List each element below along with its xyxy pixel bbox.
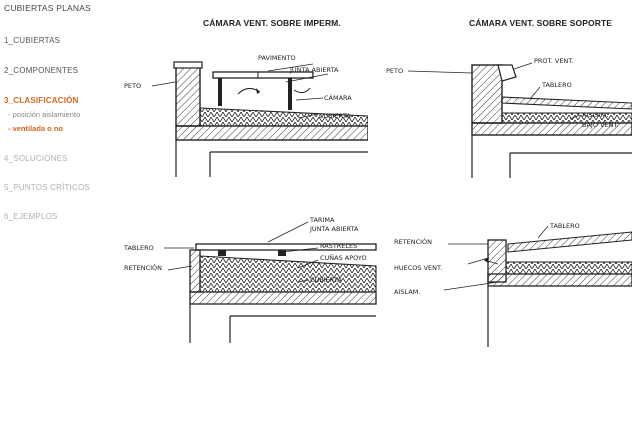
sketch-1-label-cubierta: CUBIERTA <box>319 112 351 120</box>
sketch-1-label-pavimento: PAVIMENTO <box>258 54 296 62</box>
sketch-2-label-prot-vent: PROT. VENT. <box>534 57 574 65</box>
sketch-1-label-junta: JUNTA ABIERTA <box>289 66 339 74</box>
sidebar-item-componentes[interactable]: 2_COMPONENTES <box>4 66 79 75</box>
sketch-3-drawing: TARIMA JUNTA ABIERTA TABLERO RASTRELES R… <box>123 216 377 343</box>
sidebar-item-clasificacion[interactable]: 3_CLASIFICACIÓN <box>4 96 79 105</box>
sketch-2-label-aislam: AISLAM. <box>582 111 608 119</box>
sketch-deck-on-battens: TARIMA JUNTA ABIERTA TABLERO RASTRELES R… <box>118 208 380 343</box>
sketch-3-label-tablero: TABLERO <box>123 244 154 252</box>
sketch-3-label-rastreles: RASTRELES <box>320 242 357 250</box>
sidebar-item-soluciones[interactable]: 4_SOLUCIONES <box>4 154 68 163</box>
sidebar-subitem-posicion-aislamiento[interactable]: - posición aislamiento <box>8 110 81 119</box>
sketch-4-drawing: TABLERO RETENCIÓN HUECOS VENT. AISLAM. <box>394 222 632 347</box>
sidebar-item-puntos-criticos[interactable]: 5_PUNTOS CRÍTICOS <box>4 183 90 192</box>
heading-camara-sobre-soporte: CÁMARA VENT. SOBRE SOPORTE <box>469 18 613 28</box>
sketch-4-label-aislam: AISLAM. <box>394 288 420 296</box>
sketch-3-label-retencion: RETENCIÓN <box>124 263 162 272</box>
sketch-1-label-camara: CÁMARA <box>324 93 352 102</box>
sidebar-nav: CUBIERTAS PLANAS 1_CUBIERTAS 2_COMPONENT… <box>0 0 128 221</box>
sketch-4-label-retencion: RETENCIÓN <box>394 237 432 246</box>
sketch-ventilated-over-membrane: PAVIMENTO JUNTA ABIERTA PETO CÁMARA CUBI… <box>118 42 368 177</box>
sidebar-item-cubiertas[interactable]: 1_CUBIERTAS <box>4 36 61 45</box>
sketch-retention-deck: TABLERO RETENCIÓN HUECOS VENT. AISLAM. <box>388 214 632 347</box>
sketch-3-label-junta: JUNTA ABIERTA <box>309 225 359 233</box>
sketch-2-drawing: PETO PROT. VENT. TABLERO AISLAM. BAJO VE… <box>386 57 632 178</box>
heading-camara-sobre-imperm: CÁMARA VENT. SOBRE IMPERM. <box>203 18 341 28</box>
sketch-4-label-huecos: HUECOS VENT. <box>394 264 442 272</box>
sketch-ventilated-over-support: PETO PROT. VENT. TABLERO AISLAM. BAJO VE… <box>380 45 632 178</box>
sketch-3-label-cubierta: CUBIERTA <box>310 276 342 284</box>
sidebar-subitem-ventilada[interactable]: - ventilada o no <box>8 124 64 133</box>
sketch-2-label-bajo-vent: BAJO VENT. <box>582 121 619 129</box>
sidebar-item-ejemplos[interactable]: 6_EJEMPLOS <box>4 212 58 221</box>
sketch-1-label-peto: PETO <box>124 82 141 90</box>
sketch-1-drawing: PAVIMENTO JUNTA ABIERTA PETO CÁMARA CUBI… <box>124 54 368 177</box>
sketch-2-label-tablero: TABLERO <box>541 81 572 89</box>
sketch-3-label-cunas: CUÑAS APOYO <box>320 253 367 262</box>
sketch-4-label-tablero: TABLERO <box>549 222 580 230</box>
sketch-3-label-tarima: TARIMA <box>309 216 335 224</box>
sidebar-title: CUBIERTAS PLANAS <box>4 3 91 13</box>
sketch-2-label-peto: PETO <box>386 67 403 75</box>
